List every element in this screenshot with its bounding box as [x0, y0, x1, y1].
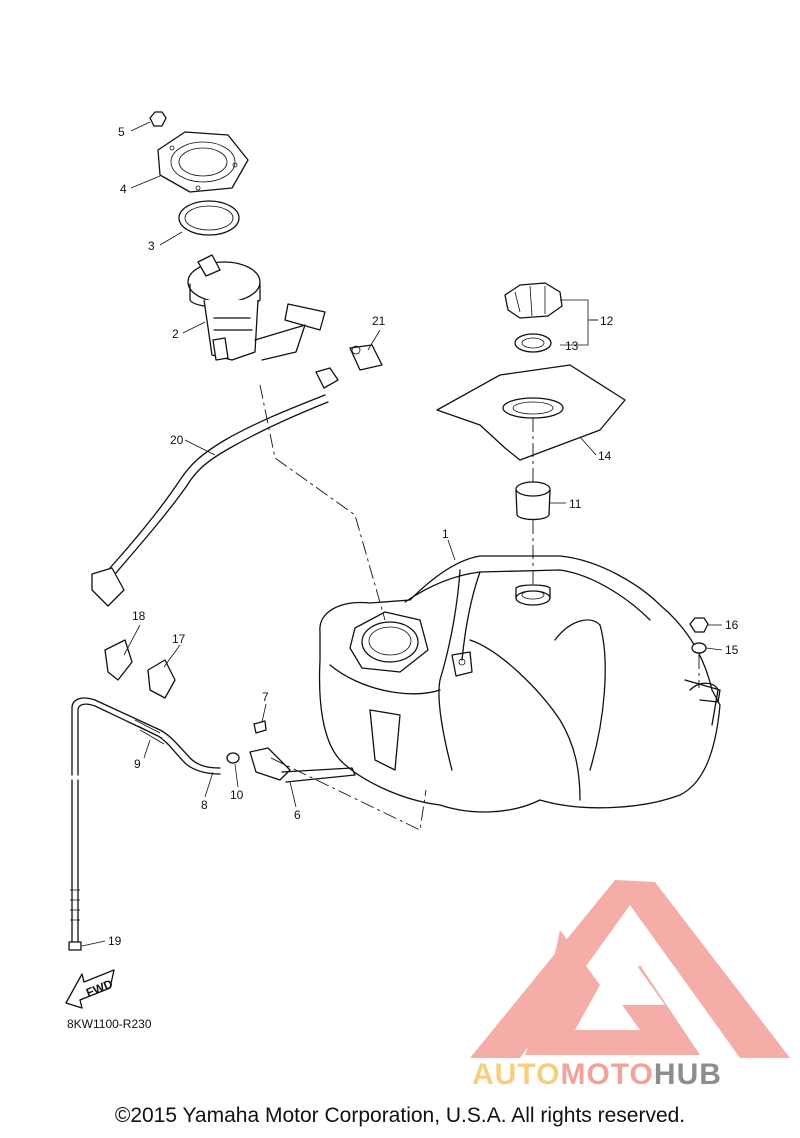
callout-8: 8: [201, 798, 208, 812]
gasket-ring: [178, 200, 240, 236]
callout-17: 17: [172, 632, 186, 646]
callout-16: 16: [725, 618, 739, 632]
callout-12: 12: [600, 314, 614, 328]
callout-6: 6: [294, 808, 301, 822]
fwd-arrow-icon: FWD: [65, 969, 115, 1009]
filler-filter: [515, 481, 551, 521]
fuel-cock: [249, 747, 356, 783]
callout-15: 15: [725, 643, 739, 657]
callout-4: 4: [120, 182, 127, 196]
assembly-lines: [259, 384, 700, 831]
fuel-tank: [318, 555, 721, 813]
callout-9: 9: [134, 757, 141, 771]
grommet-15: [691, 642, 707, 654]
callout-11: 11: [569, 497, 582, 511]
callout-5: 5: [118, 125, 125, 139]
screw-7: [253, 720, 267, 734]
callout-13: 13: [565, 339, 579, 353]
callout-14: 14: [598, 449, 612, 463]
callout-20: 20: [170, 433, 184, 447]
watermark-logo-icon: [470, 880, 790, 1058]
callout-10: 10: [230, 788, 244, 802]
brand-wordmark: AUTOMOTOHUB: [472, 1058, 722, 1092]
callout-19: 19: [108, 934, 122, 948]
brand-part-auto: AUTO: [472, 1058, 561, 1091]
clamp-10: [226, 752, 240, 764]
callout-21: 21: [372, 314, 386, 328]
breather-hose: [68, 697, 221, 951]
callout-labels: 1 2 3 4 5 6 7 8 9 10 11 12 13 14 15 16 1…: [108, 125, 739, 948]
callout-2: 2: [172, 327, 179, 341]
tank-cover: [436, 364, 626, 461]
leader-lines: [81, 121, 723, 947]
clamp-17: [147, 659, 176, 699]
copyright-notice: ©2015 Yamaha Motor Corporation, U.S.A. A…: [114, 1104, 686, 1127]
fuel-hose: [91, 394, 329, 607]
pump-plate: [157, 131, 249, 193]
diagram-code: 8KW1100-R230: [67, 1017, 152, 1031]
fuel-cap: [504, 282, 563, 319]
callout-3: 3: [148, 239, 155, 253]
callout-1: 1: [442, 527, 449, 541]
nut-5: [149, 111, 167, 127]
fuel-pump: [187, 254, 339, 389]
cap-gasket: [514, 333, 552, 353]
callout-7: 7: [262, 690, 269, 704]
clamp-18: [104, 639, 133, 681]
callout-18: 18: [132, 609, 146, 623]
brand-part-hub: HUB: [653, 1058, 722, 1091]
bracket-21: [349, 344, 383, 371]
nut-16: [689, 617, 709, 633]
brand-part-moto: MOTO: [560, 1058, 654, 1091]
